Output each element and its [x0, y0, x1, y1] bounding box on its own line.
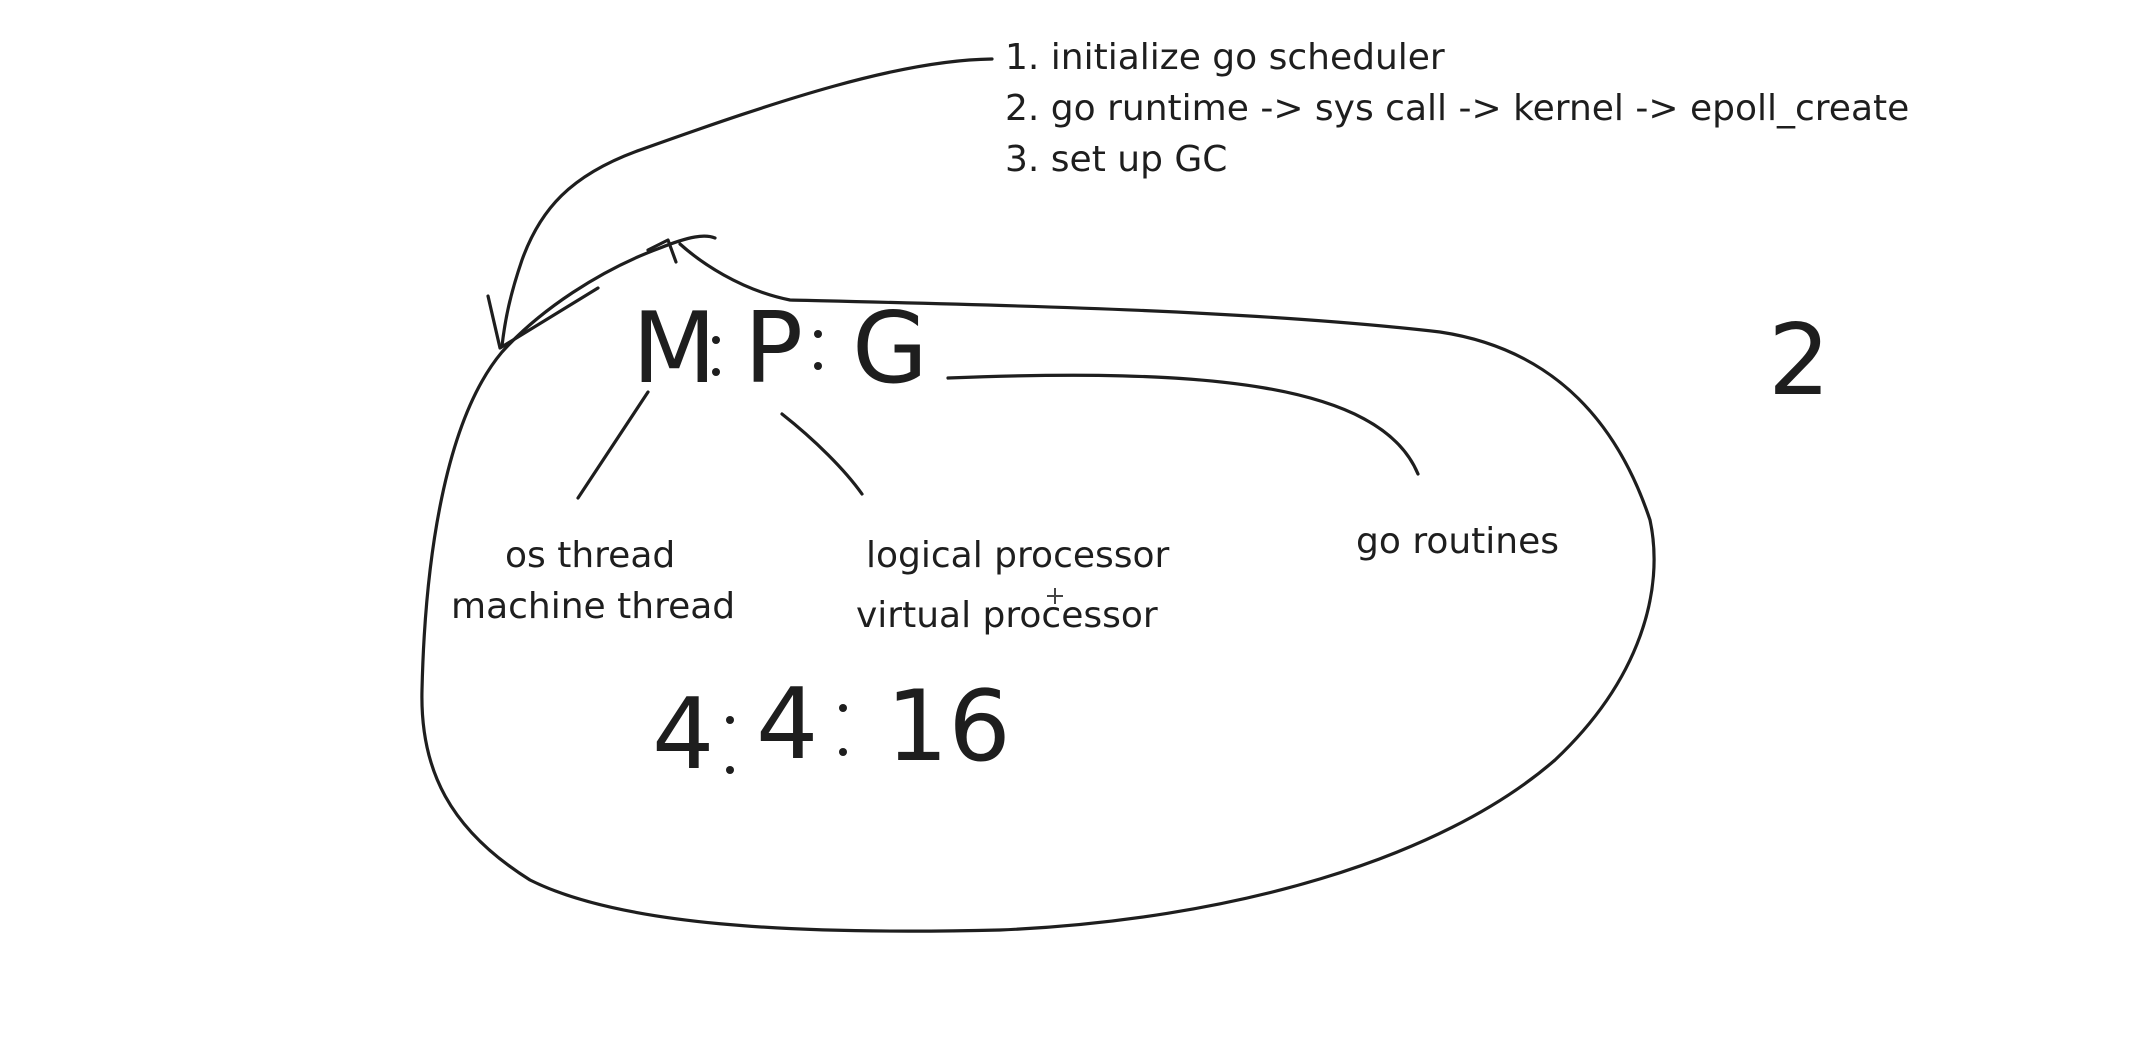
arrow-head	[486, 286, 600, 350]
colon-pg-top	[814, 330, 822, 338]
side-number: 2	[1768, 304, 1830, 418]
p-connector	[780, 412, 864, 496]
colon-ratio1-bottom	[726, 766, 734, 774]
colon-ratio2-bottom	[839, 748, 847, 756]
g-connector	[946, 373, 1420, 476]
p-label-line1: logical processor	[866, 535, 1170, 576]
step-3: 3. set up GC	[1005, 139, 1227, 180]
p-label-line2: virtual processor	[856, 595, 1158, 636]
crosshair-cursor-icon	[1047, 588, 1063, 604]
colon-mp-bottom	[712, 368, 720, 376]
colon-ratio1-top	[726, 716, 734, 724]
p-letter: P	[744, 292, 803, 406]
arrow-curve	[500, 57, 994, 348]
ratio-p: 4	[756, 668, 818, 782]
g-label-line1: go routines	[1356, 521, 1559, 562]
m-letter: M	[632, 292, 717, 406]
m-connector	[576, 390, 650, 500]
g-letter: G	[852, 292, 928, 406]
colon-mp-top	[712, 336, 720, 344]
ratio-m: 4	[652, 678, 714, 792]
loop-start-tick	[646, 238, 678, 264]
colon-pg-bottom	[814, 362, 822, 370]
step-2: 2. go runtime -> sys call -> kernel -> e…	[1005, 88, 1909, 129]
colon-ratio2-top	[839, 704, 847, 712]
enclosing-loop	[420, 234, 1656, 933]
ratio-g: 16	[886, 670, 1011, 784]
m-label-line1: os thread	[505, 535, 675, 576]
step-1: 1. initialize go scheduler	[1005, 37, 1445, 78]
m-label-line2: machine thread	[451, 586, 735, 627]
